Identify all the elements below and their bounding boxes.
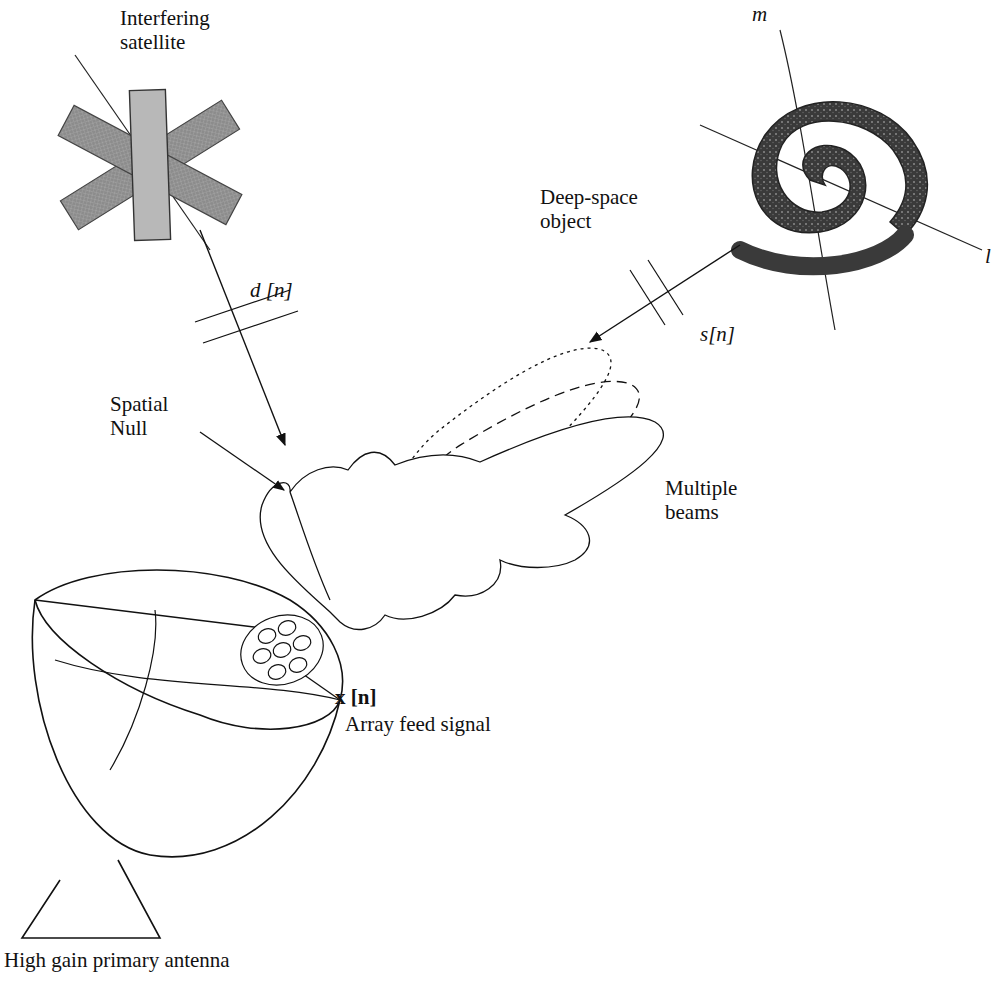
object-label: Deep-space object xyxy=(540,185,690,233)
signal-name: s[n] xyxy=(700,322,770,346)
beams-label: Multiple beams xyxy=(665,476,775,524)
antenna-label: High gain primary antenna xyxy=(4,948,344,972)
galaxy xyxy=(700,30,982,330)
array-feed xyxy=(231,604,333,697)
axis-label: m xyxy=(752,2,782,26)
beam-pattern xyxy=(260,342,663,629)
satellite xyxy=(24,40,277,289)
interference-ray xyxy=(195,230,298,445)
null-label: Spatial Null xyxy=(110,392,200,440)
null-pointer xyxy=(200,432,284,490)
dish-antenna xyxy=(22,570,343,938)
satellite-label: Interfering satellite xyxy=(120,6,250,54)
axis-label: l xyxy=(985,244,1003,268)
signal-name: x [n] xyxy=(335,685,405,709)
signal-name: d [n] xyxy=(250,278,320,302)
feed-label: Array feed signal xyxy=(345,712,545,736)
